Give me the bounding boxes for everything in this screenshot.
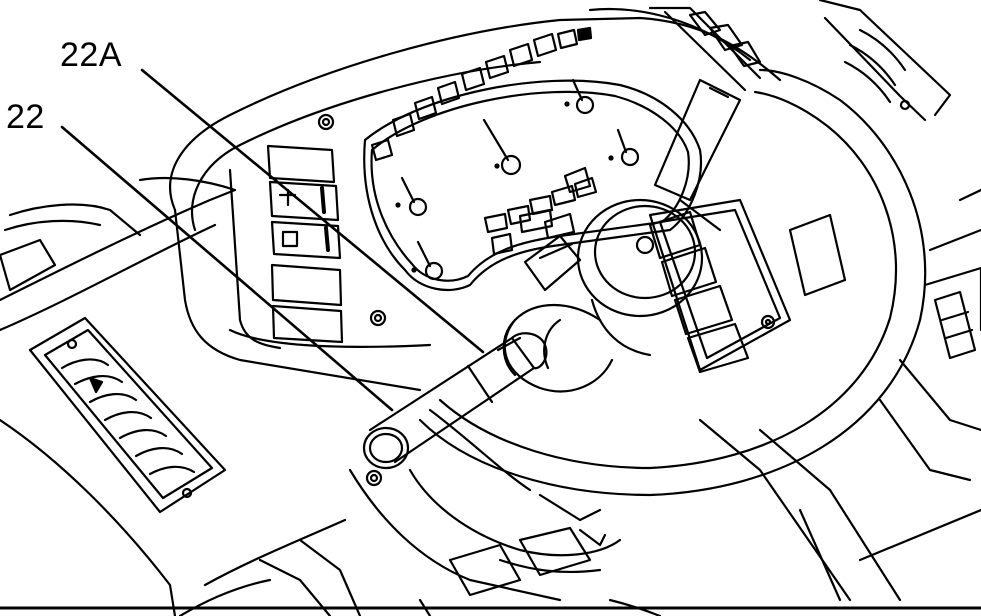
callout-label-22a: 22A: [60, 36, 122, 74]
lower-column-shroud: [258, 468, 662, 616]
column-lever: [362, 332, 548, 487]
leader-line-22: [60, 125, 394, 412]
leader-line-22a: [140, 68, 485, 354]
right-dash-panel: [788, 0, 981, 360]
left-dash-panel: [0, 176, 347, 616]
top-center-switches: [648, 6, 762, 92]
left-switch-bank: [266, 144, 344, 344]
gauge-panel: [363, 26, 703, 292]
left-air-vent: [28, 316, 227, 514]
upper-column-stalk: [653, 78, 742, 232]
steering-wheel: [418, 68, 927, 497]
right-lower-panel: [698, 358, 981, 602]
callout-label-22: 22: [6, 98, 45, 136]
right-switch-pod: [648, 198, 792, 374]
